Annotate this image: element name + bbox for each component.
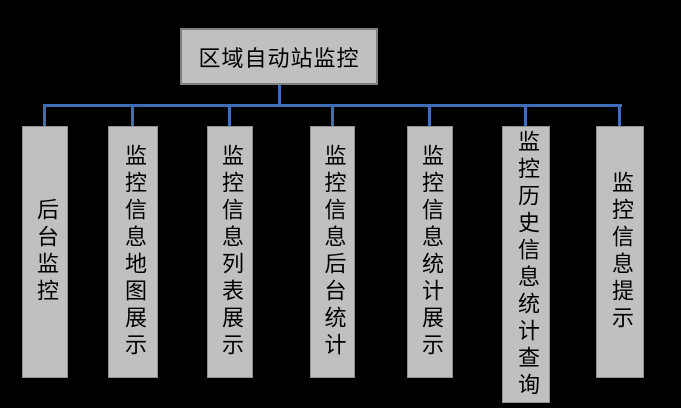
connector-root-stub <box>278 85 281 107</box>
node-info-stats-display-label: 监控信息统计展示 <box>418 144 443 360</box>
node-info-backend-stats-label: 监控信息后台统计 <box>320 144 346 360</box>
node-backend-monitoring-label: 后台监控 <box>33 198 58 306</box>
connector-drop-1 <box>43 104 46 128</box>
connector-drop-6 <box>524 104 527 128</box>
node-history-stats-query-label: 监控历史信息统计查询 <box>514 129 539 400</box>
node-info-map-display: 监控信息地图展示 <box>108 126 158 378</box>
node-backend-monitoring: 后台监控 <box>22 126 68 378</box>
connector-drop-5 <box>428 104 431 128</box>
node-info-list-display: 监控信息列表展示 <box>207 126 253 378</box>
connector-drop-4 <box>331 104 334 128</box>
node-info-map-display-label: 监控信息地图展示 <box>121 144 146 360</box>
node-info-alert: 监控信息提示 <box>596 126 644 378</box>
connector-drop-2 <box>131 104 134 128</box>
root-node-label: 区域自动站监控 <box>198 46 360 72</box>
node-info-alert-label: 监控信息提示 <box>608 171 633 333</box>
connector-drop-7 <box>618 104 621 128</box>
root-node: 区域自动站监控 <box>180 28 378 85</box>
node-info-stats-display: 监控信息统计展示 <box>407 126 453 378</box>
node-history-stats-query: 监控历史信息统计查询 <box>502 126 550 403</box>
node-info-list-display-label: 监控信息列表展示 <box>218 144 243 360</box>
node-info-backend-stats: 监控信息后台统计 <box>310 126 355 378</box>
connector-drop-3 <box>228 104 231 128</box>
